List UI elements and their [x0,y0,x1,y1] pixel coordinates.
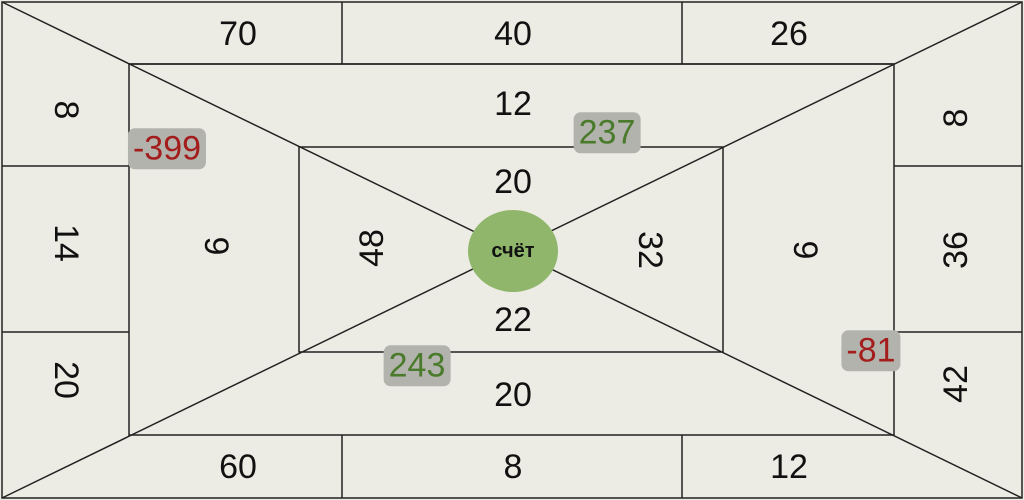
outer-left-cell-3[interactable]: 20 [47,361,85,399]
inner-top-cell[interactable]: 20 [494,163,532,201]
outer-right-cell-3[interactable]: 42 [937,365,975,403]
score-badge-top-right: 237 [573,112,641,154]
outer-top-cell-1[interactable]: 70 [219,15,257,53]
middle-top-cell[interactable]: 12 [494,85,532,123]
inner-left-cell[interactable]: 48 [353,229,391,267]
outer-right-cell-2[interactable]: 36 [937,231,975,269]
outer-bottom-cell-3[interactable]: 12 [770,448,808,486]
score-badge-bottom-right: -81 [841,330,901,372]
inner-right-cell[interactable]: 32 [631,231,669,269]
outer-top-cell-2[interactable]: 40 [494,15,532,53]
middle-left-cell[interactable]: 9 [197,236,235,256]
outer-bottom-cell-1[interactable]: 60 [219,448,257,486]
outer-left-cell-2[interactable]: 14 [47,224,85,262]
score-button[interactable]: счёт [468,210,558,292]
inner-bottom-cell[interactable]: 22 [494,301,532,339]
score-badge-top-left: -399 [127,128,207,170]
outer-top-cell-3[interactable]: 26 [770,15,808,53]
score-button-label: счёт [491,239,535,262]
outer-bottom-cell-2[interactable]: 8 [503,448,523,486]
outer-left-cell-1[interactable]: 8 [47,100,85,120]
outer-right-cell-1[interactable]: 8 [937,108,975,128]
middle-right-cell[interactable]: 9 [786,240,824,260]
middle-bottom-cell[interactable]: 20 [494,376,532,414]
score-badge-bottom-left: 243 [383,345,451,387]
